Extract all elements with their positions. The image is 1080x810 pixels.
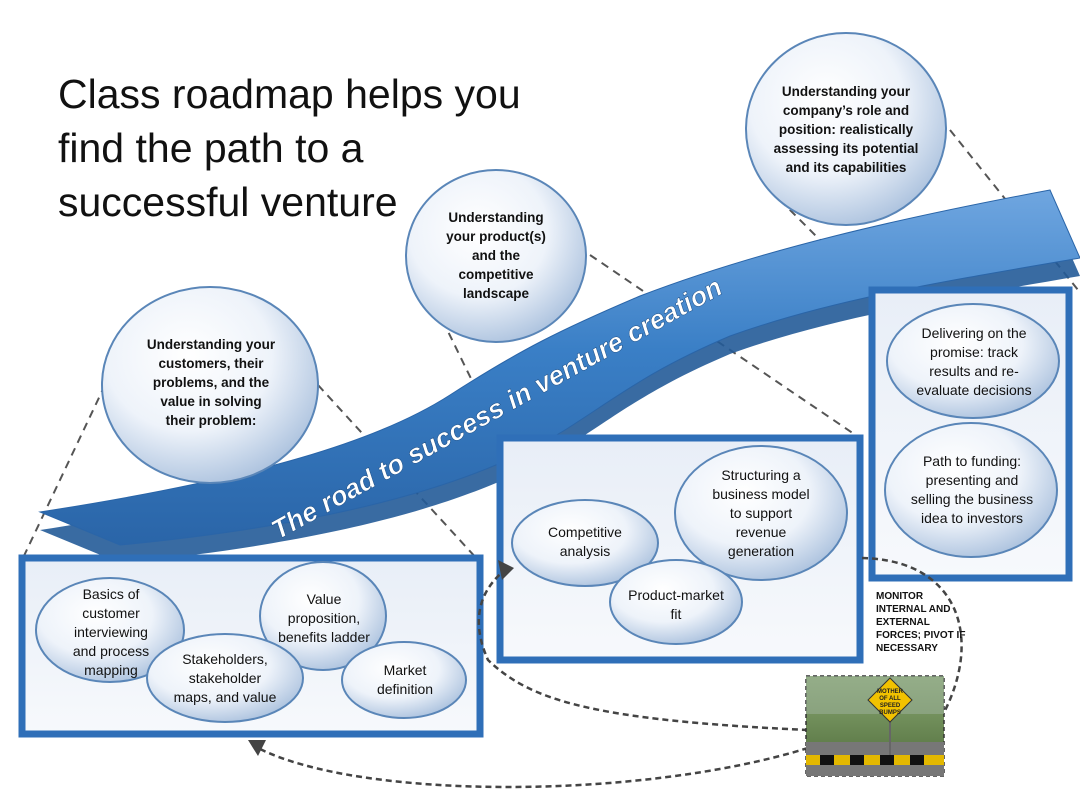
svg-text:BUMPS: BUMPS <box>879 710 901 716</box>
slide-title: Class roadmap helps you find the path to… <box>58 71 521 226</box>
item-market-definition: Market definition <box>376 662 434 697</box>
bubble-products-text: Understanding your product(s) and the co… <box>446 209 546 301</box>
speed-bump-photo: MOTHER OF ALL SPEED BUMPS <box>805 675 945 777</box>
monitor-note: MONITOR INTERNAL AND EXTERNAL FORCES; PI… <box>876 591 966 654</box>
bubble-products <box>405 169 587 343</box>
item-product-market-fit: Product-market fit <box>628 587 724 622</box>
item-path-to-funding: Path to funding: presenting and selling … <box>910 453 1034 526</box>
pivot-loop-arrow <box>861 556 963 721</box>
bubble-company-text: Understanding your company’s role and po… <box>773 83 919 175</box>
svg-text:SPEED: SPEED <box>880 703 901 709</box>
bubble-company <box>745 32 947 226</box>
item-stakeholders: Stakeholders, stakeholder maps, and valu… <box>173 650 277 705</box>
item-delivering-promise: Delivering on the promise: track results… <box>916 325 1032 398</box>
item-customer-interviewing: Basics of customer interviewing and proc… <box>72 585 150 678</box>
svg-text:OF ALL: OF ALL <box>879 696 901 702</box>
item-value-proposition: Value proposition, benefits ladder <box>278 590 370 645</box>
svg-text:MOTHER: MOTHER <box>877 689 904 695</box>
item-competitive-analysis: Competitive analysis <box>548 524 622 559</box>
item-business-model: Structuring a business model to support … <box>712 466 810 559</box>
bubble-customers-text: Understanding your customers, their prob… <box>146 336 276 428</box>
bubble-customers <box>101 286 319 484</box>
